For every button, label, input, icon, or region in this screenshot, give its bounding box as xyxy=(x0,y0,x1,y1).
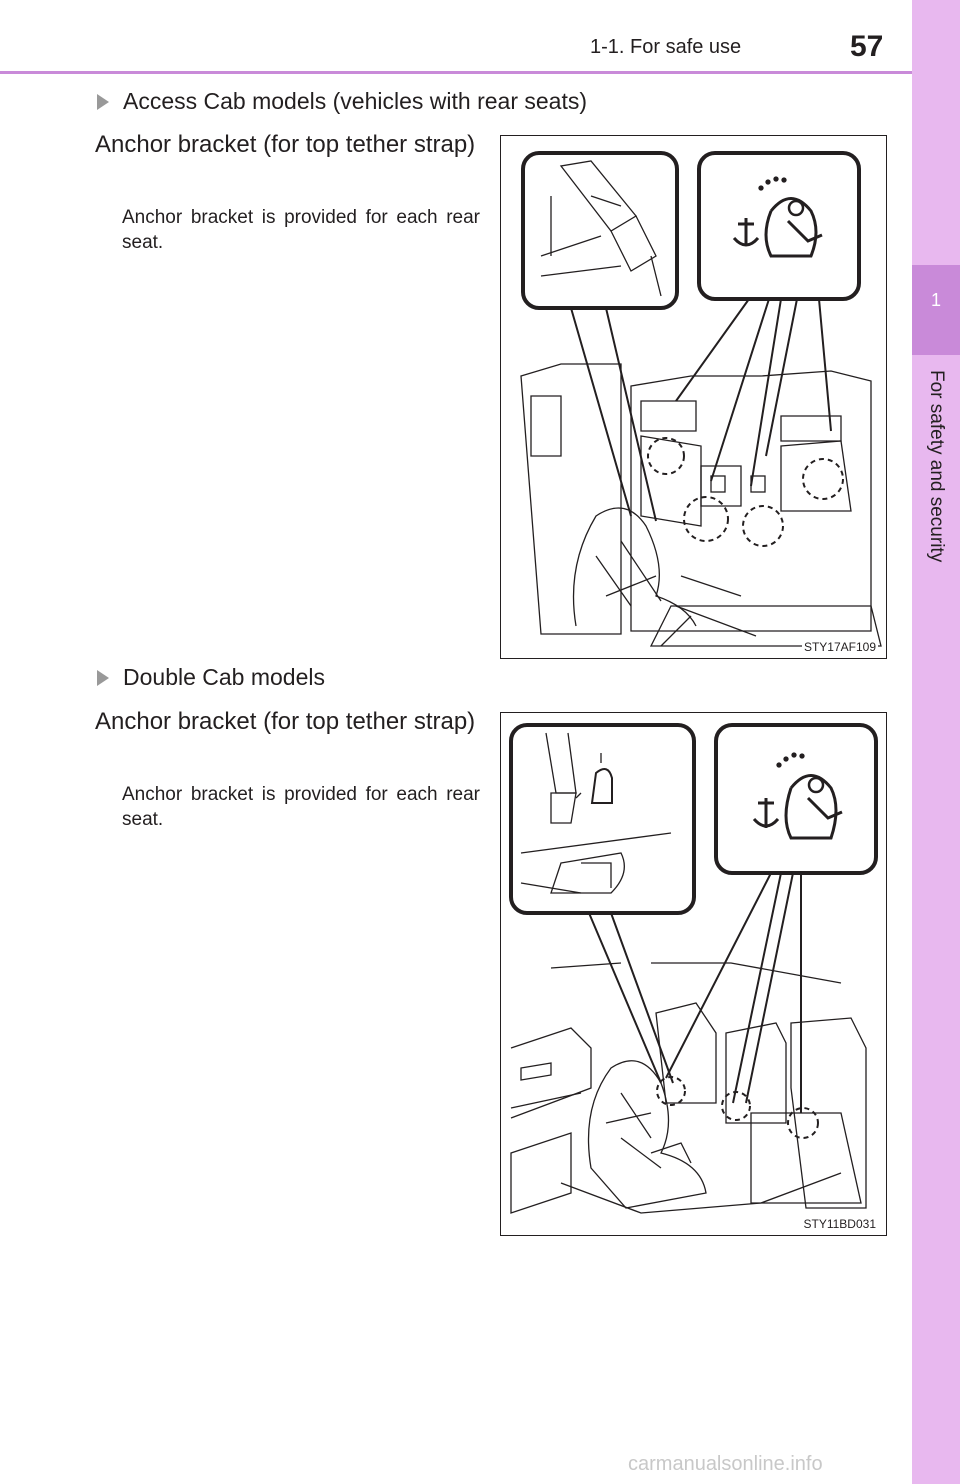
chapter-side-tab xyxy=(912,0,960,1484)
header-rule xyxy=(0,71,912,74)
section-title: 1-1. For safe use xyxy=(590,36,742,58)
page-number: 57 xyxy=(850,30,884,63)
chapter-title: For safety and security xyxy=(926,370,947,563)
heading-text: Double Cab models xyxy=(123,664,326,690)
section-heading-double-cab: Double Cab models xyxy=(97,664,325,691)
access-cab-anchor-figure: STY17AF109 xyxy=(500,135,887,659)
double-cab-anchor-figure: STY11BD031 xyxy=(500,712,887,1236)
item-title: Anchor bracket (for top tether strap) xyxy=(95,708,476,735)
figure-code: STY17AF109 xyxy=(801,640,878,654)
section-heading-access-cab: Access Cab models (vehicles with rear se… xyxy=(97,88,587,115)
double-cab-illustration xyxy=(509,723,878,1214)
item-description: Anchor bracket is provided for each rear… xyxy=(122,207,480,253)
triangle-bullet-icon xyxy=(97,669,109,686)
item-title: Anchor bracket (for top tether strap) xyxy=(95,131,476,158)
access-cab-illustration xyxy=(520,151,882,647)
chapter-number: 1 xyxy=(930,290,941,310)
chapter-tab-active[interactable] xyxy=(912,265,960,355)
figure-code: STY11BD031 xyxy=(801,1217,878,1231)
item-description: Anchor bracket is provided for each rear… xyxy=(122,784,480,830)
triangle-bullet-icon xyxy=(97,93,109,110)
watermark: carmanualsonline.info xyxy=(628,1453,823,1475)
heading-text: Access Cab models (vehicles with rear se… xyxy=(123,88,587,114)
